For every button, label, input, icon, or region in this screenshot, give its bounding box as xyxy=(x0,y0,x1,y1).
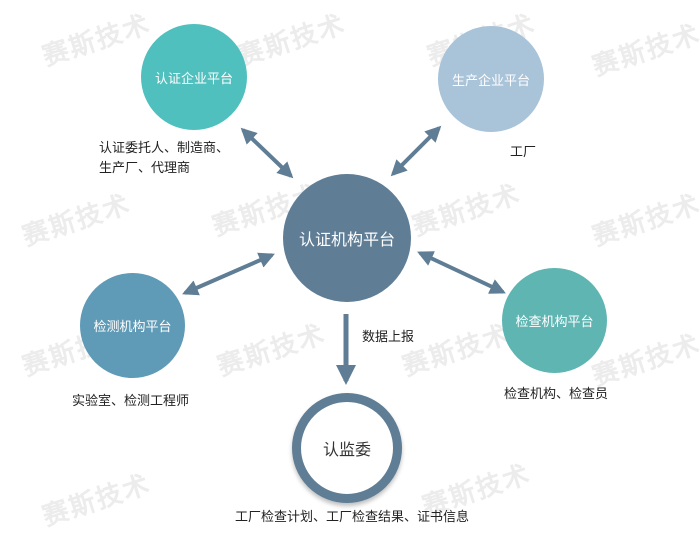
node-production-enterprise-title: 生产企业平台 xyxy=(451,73,530,89)
cert-enterprise-desc-line1: 认证委托人、制造商、 xyxy=(99,141,230,156)
node-inspection-body: 检查机构平台 xyxy=(502,268,607,373)
arrow-inspection-center xyxy=(417,251,506,294)
node-cert-enterprise-title: 认证企业平台 xyxy=(154,71,233,87)
testing-body-desc: 实验室、检测工程师 xyxy=(72,394,190,409)
arrow-testing-center xyxy=(182,252,275,296)
node-production-enterprise: 生产企业平台 xyxy=(438,26,544,132)
node-cnca: 认监委 xyxy=(292,393,402,503)
node-cnca-title: 认监委 xyxy=(322,440,371,459)
cert-enterprise-desc-line2: 生产厂、代理商 xyxy=(99,161,191,176)
node-cert-body: 认证机构平台 xyxy=(283,174,411,302)
node-testing-body-title: 检测机构平台 xyxy=(93,320,172,335)
production-enterprise-desc: 工厂 xyxy=(510,145,537,160)
node-cert-body-title: 认证机构平台 xyxy=(298,230,395,249)
node-testing-body: 检测机构平台 xyxy=(80,273,185,378)
data-report-label: 数据上报 xyxy=(362,330,415,345)
node-cert-enterprise: 认证企业平台 xyxy=(141,24,247,130)
arrow-enterprise-center xyxy=(240,127,294,179)
cert-enterprise-desc: 认证委托人、制造商、 生产厂、代理商 xyxy=(99,139,229,179)
cnca-desc: 工厂检查计划、工厂检查结果、证书信息 xyxy=(235,510,470,525)
node-inspection-body-title: 检查机构平台 xyxy=(515,315,594,330)
inspection-body-desc: 检查机构、检查员 xyxy=(504,387,609,402)
arrow-production-center xyxy=(390,125,442,177)
